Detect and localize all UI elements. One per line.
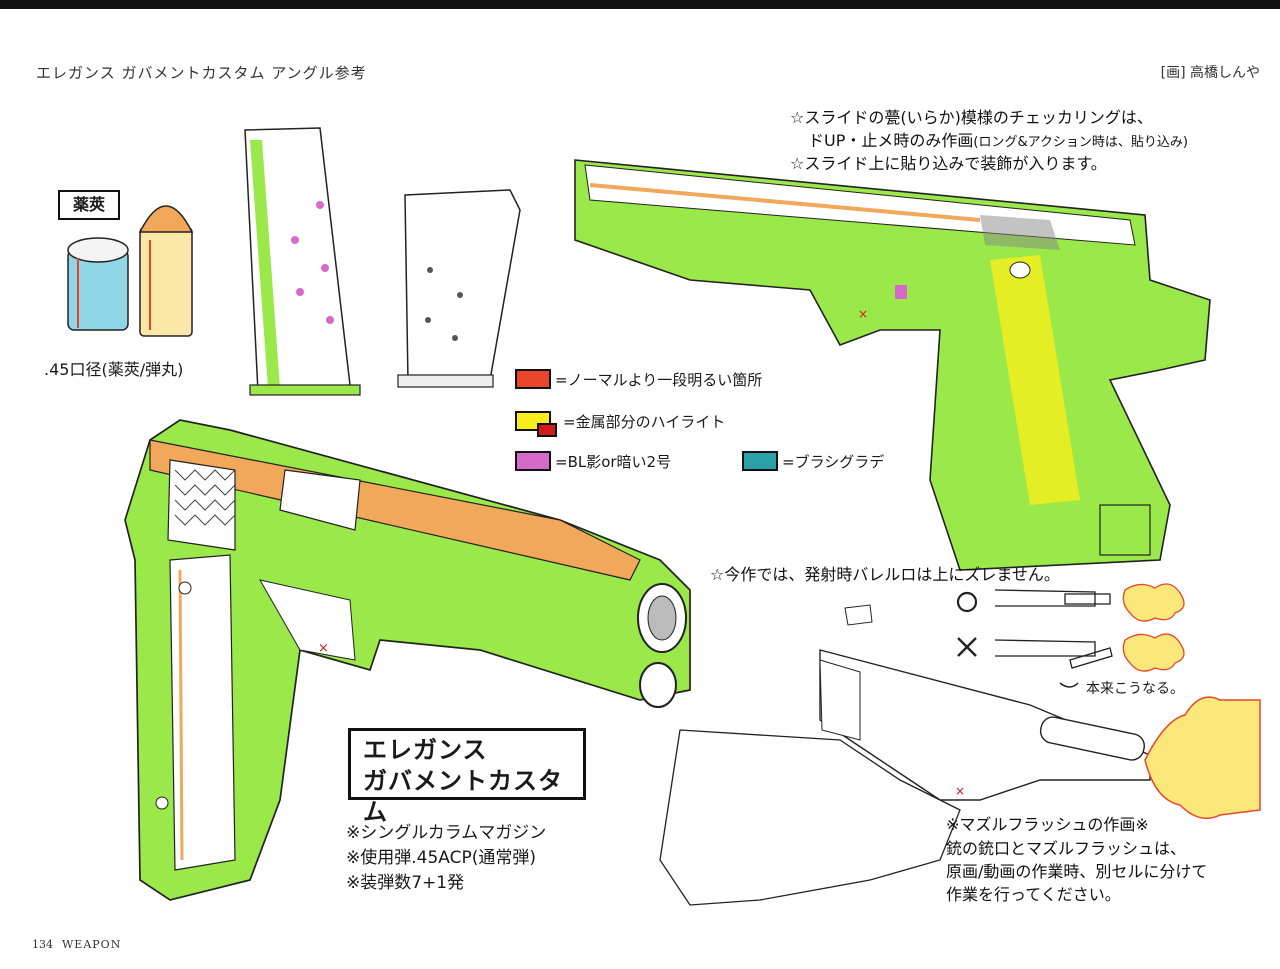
muzzle-note-title: ※マズルフラッシュの作画※ — [946, 815, 1149, 834]
pistol-in-hand: × — [659, 604, 1261, 906]
swatch-red — [515, 369, 551, 389]
legend-item-brush-gradient: =ブラシグラデ — [742, 450, 884, 472]
muzzle-note-line3: 作業を行ってください。 — [946, 885, 1121, 904]
svg-text:×: × — [955, 784, 965, 798]
spec-magazine: ※シングルカラムマガジン — [346, 823, 547, 843]
swatch-teal — [742, 451, 778, 471]
section-name: WEAPON — [62, 938, 122, 951]
page-title: エレガンス ガバメントカスタム アングル参考 — [36, 64, 367, 82]
slide-decoration-note: ☆スライド上に貼り込みで装飾が入ります。 — [790, 154, 1107, 173]
arrow-icon — [1059, 682, 1079, 688]
legend-item-metal-highlight: =金属部分のハイライト — [515, 410, 725, 437]
weapon-name-box: エレガンス ガバメントカスタム — [348, 728, 586, 826]
page-number: 134 — [32, 938, 53, 951]
legend-item-bl-shadow: =BL影or暗い2号 — [515, 450, 671, 472]
weapon-name-line1: エレガンス — [363, 736, 488, 764]
swatch-pink — [515, 451, 551, 471]
casing-label: 薬莢 — [58, 190, 120, 220]
pistol-rear-three-quarter: × — [574, 159, 1211, 571]
barrel-note: ☆今作では、発射時バレルロは上にズレません。 — [710, 565, 1060, 584]
casing-illustration — [67, 205, 194, 337]
spec-ammo: ※使用弾.45ACP(通常弾) — [346, 848, 536, 868]
swatch-yellow — [515, 411, 557, 437]
muzzle-note-line1: 銃の銃口とマズルフラッシュは、 — [946, 839, 1187, 858]
magazine-back — [397, 189, 521, 388]
page-top-border — [0, 0, 1280, 9]
weapon-name-line2: ガバメントカスタム — [363, 767, 563, 826]
svg-text:×: × — [858, 307, 868, 321]
svg-text:×: × — [318, 641, 329, 656]
actual-behavior-caption: 本来こうなる。 — [1086, 681, 1184, 697]
spec-capacity: ※装弾数7+1発 — [346, 873, 465, 893]
ejected-casing — [844, 604, 873, 626]
muzzle-flash — [1144, 696, 1261, 820]
barrel-diagram-ng — [957, 633, 1185, 672]
slide-checkering-note: ☆スライドの甍(いらか)模様のチェッカリングは、 — [790, 108, 1153, 127]
muzzle-note-line2: 原画/動画の作業時、別セルに分けて — [946, 862, 1208, 881]
caliber-caption: .45口径(薬莢/弾丸) — [44, 360, 184, 379]
legend-item-bright: =ノーマルより一段明るい箇所 — [515, 368, 762, 390]
barrel-diagram-ok — [956, 583, 1185, 622]
pistol-front-three-quarter: × — [124, 419, 691, 901]
magazine-front — [244, 127, 361, 396]
slide-checkering-note-2: ドUP・止メ時のみ作画(ロング&アクション時は、貼り込み) — [808, 131, 1189, 150]
artist-credit: [画] 高橋しんや — [1160, 65, 1260, 81]
